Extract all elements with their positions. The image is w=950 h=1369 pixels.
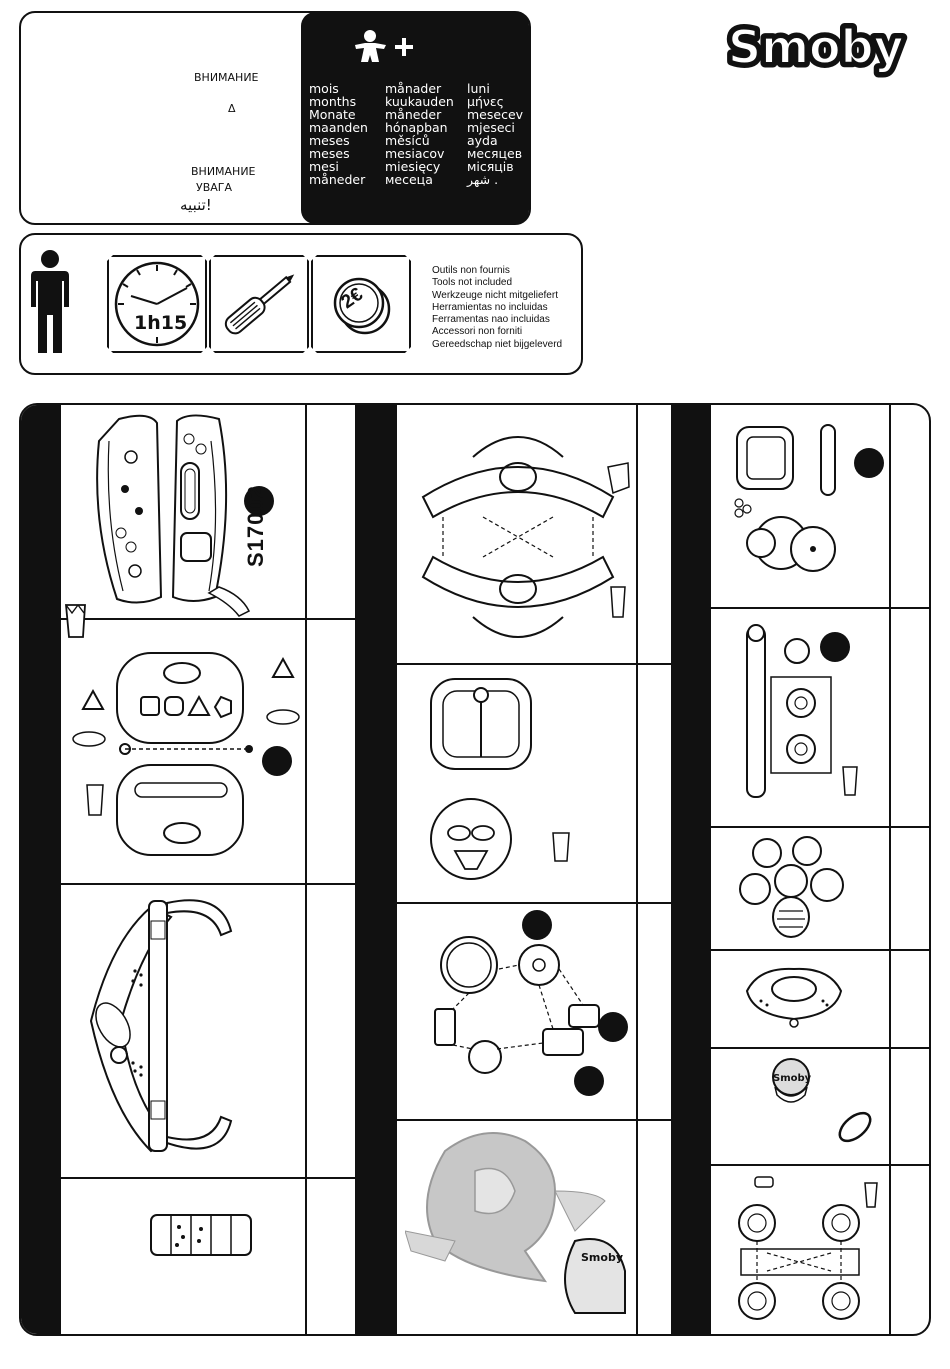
months-label: hónapban bbox=[385, 120, 448, 135]
months-label: mesiacov bbox=[385, 146, 445, 161]
toy-parts-illustration bbox=[434, 910, 628, 1096]
warning-ru-2: ВНИМАНИЕ bbox=[191, 165, 256, 178]
side-panels-illustration bbox=[96, 414, 274, 617]
months-label: měsíců bbox=[385, 133, 430, 148]
smoby-logo: Smoby Smoby bbox=[725, 15, 925, 85]
months-label: ayda bbox=[467, 133, 498, 148]
bumper-seat-illustration bbox=[745, 967, 843, 1028]
screwdriver-icon bbox=[211, 257, 307, 351]
tools-note: Tools not included bbox=[432, 277, 513, 289]
reference-code: S17002 bbox=[243, 485, 268, 567]
months-label: شهر . bbox=[467, 172, 499, 187]
months-label: mesecev bbox=[467, 107, 524, 122]
badge-logo-text: Smoby bbox=[773, 1073, 812, 1084]
months-label: mois bbox=[309, 81, 339, 96]
months-column-2: månader kuukauden måneder hónapban měsíc… bbox=[385, 82, 454, 186]
row-divider bbox=[673, 1164, 929, 1166]
months-label: months bbox=[309, 94, 357, 109]
months-label: luni bbox=[467, 81, 490, 96]
column-1-strip bbox=[21, 405, 61, 1334]
row-divider bbox=[673, 826, 929, 828]
roller-toy-illustration bbox=[150, 1214, 252, 1256]
bin-icon bbox=[65, 604, 86, 638]
column-3-strip bbox=[673, 405, 711, 1334]
flower-toy-illustration bbox=[739, 836, 844, 938]
warning-ar: تنبيه! bbox=[180, 196, 212, 214]
child-icon bbox=[355, 30, 386, 62]
shape-sorter-illustration bbox=[72, 652, 300, 856]
logo-badge-illustration: Smoby bbox=[772, 1058, 872, 1143]
handle-bar-illustration bbox=[89, 899, 233, 1153]
logo-outline: Smoby bbox=[728, 20, 904, 74]
coin-tile: 2€ bbox=[311, 255, 411, 353]
warning-triangle-symbol: Δ bbox=[228, 102, 236, 115]
plus-icon bbox=[395, 38, 413, 56]
column-3-margin-line bbox=[889, 405, 891, 1334]
months-label: måneder bbox=[309, 172, 366, 187]
tools-note: Gereedschap niet bijgeleverd bbox=[432, 338, 563, 350]
column-divider bbox=[355, 405, 357, 1334]
row-divider bbox=[673, 949, 929, 951]
months-label: місяців bbox=[467, 159, 514, 174]
months-label: meses bbox=[309, 146, 350, 161]
assembly-time-tile: 1h15 bbox=[107, 255, 207, 353]
screwdriver-tile bbox=[209, 255, 309, 353]
mirror-parts-illustration bbox=[734, 424, 884, 572]
badge-logo-text: Smoby bbox=[581, 1251, 623, 1264]
months-column-1: mois months Monate maanden meses meses m… bbox=[309, 82, 368, 186]
tools-note: Werkzeuge nicht mitgeliefert bbox=[432, 289, 558, 301]
column-1-margin-line bbox=[305, 405, 307, 1334]
tools-note: Accessori non forniti bbox=[432, 326, 523, 338]
row-divider bbox=[21, 618, 355, 620]
coin-icon bbox=[313, 257, 409, 351]
tools-note: Herramientas no incluidas bbox=[432, 301, 548, 313]
clock-icon bbox=[109, 257, 205, 351]
tools-note: Outils non fournis bbox=[432, 265, 510, 276]
warning-uk: УВАГА bbox=[196, 181, 233, 194]
column-2-margin-line bbox=[636, 405, 638, 1334]
months-label: måneder bbox=[385, 107, 442, 122]
instructions-panel: S17002 bbox=[19, 403, 931, 1336]
row-divider bbox=[673, 607, 929, 609]
warning-ru-1: ВНИМАНИЕ bbox=[194, 71, 259, 84]
row-divider bbox=[357, 902, 671, 904]
months-label: miesięcy bbox=[385, 159, 441, 174]
months-label: maanden bbox=[309, 120, 368, 135]
months-label: kuukauden bbox=[385, 94, 454, 109]
row-divider bbox=[357, 1119, 671, 1121]
row-divider bbox=[21, 883, 355, 885]
column-2-strip bbox=[357, 405, 397, 1334]
months-label: meses bbox=[309, 133, 350, 148]
row-divider bbox=[21, 1177, 355, 1179]
months-label: mjeseci bbox=[467, 120, 515, 135]
months-label: μήνες bbox=[467, 94, 504, 109]
assembly-time-label: 1h15 bbox=[134, 312, 188, 334]
age-panel: mois months Monate maanden meses meses m… bbox=[301, 12, 529, 224]
base-ring-illustration bbox=[421, 436, 630, 638]
months-label: месяцев bbox=[467, 146, 523, 161]
months-label: mesi bbox=[309, 159, 339, 174]
row-divider bbox=[673, 1047, 929, 1049]
months-label: месеца bbox=[385, 172, 433, 187]
wheels-assembly-illustration bbox=[738, 1176, 878, 1320]
months-column-3: luni μήνες mesecev mjeseci ayda месяцев … bbox=[467, 82, 523, 186]
months-label: Monate bbox=[309, 107, 356, 122]
rattle-flowers-illustration bbox=[746, 624, 858, 798]
months-label: månader bbox=[385, 81, 442, 96]
adult-person-icon bbox=[31, 250, 69, 353]
mirror-frame-illustration bbox=[430, 678, 570, 880]
tools-note: Ferramentas nao incluidas bbox=[432, 314, 550, 326]
row-divider bbox=[357, 663, 671, 665]
tools-not-included-list: Outils non fournis Tools not included We… bbox=[432, 265, 562, 351]
logo-text: Smoby bbox=[728, 20, 904, 74]
fabric-canopy-illustration: Smoby bbox=[405, 1132, 626, 1314]
column-divider bbox=[671, 405, 673, 1334]
